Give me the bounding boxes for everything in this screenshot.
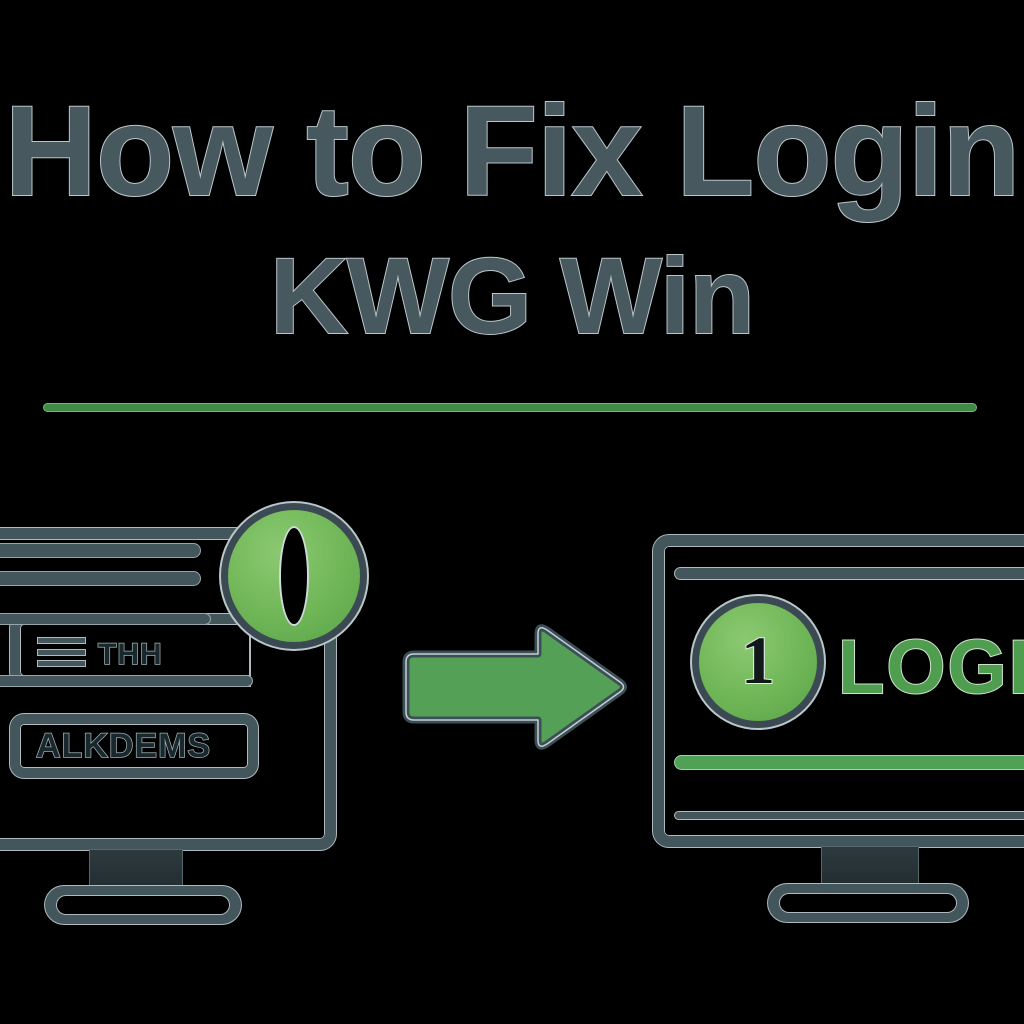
title-divider xyxy=(44,404,976,411)
after-status-badge: 1 xyxy=(699,603,817,721)
before-monitor-base xyxy=(45,886,241,924)
before-input-value: ALKDEMS xyxy=(35,727,212,765)
after-accent-bar xyxy=(675,756,1024,769)
page-title-line-2: KWG Win xyxy=(269,235,756,356)
before-top-bar-1 xyxy=(0,544,200,557)
after-badge-glyph: 1 xyxy=(740,622,776,698)
login-button-label[interactable]: LOGIN xyxy=(837,625,1024,710)
after-monitor-neck xyxy=(822,847,918,889)
right-arrow-icon xyxy=(398,622,630,752)
eye-slit-icon xyxy=(228,510,360,642)
before-menu-label: THH xyxy=(97,638,163,671)
before-input-field[interactable] xyxy=(10,714,258,778)
before-menu-field-top-bar xyxy=(0,614,210,624)
before-status-badge xyxy=(228,510,360,642)
before-menu-field-bottom-bar xyxy=(0,676,252,686)
before-top-bar-2 xyxy=(0,572,200,585)
hamburger-menu-icon[interactable] xyxy=(38,638,85,666)
after-monitor-base xyxy=(768,884,968,922)
after-bottom-bar xyxy=(675,812,1024,819)
before-monitor-neck xyxy=(90,850,182,892)
key-icon: 1 xyxy=(699,603,817,721)
page-title-line-1: How to Fix Login xyxy=(4,80,1022,223)
after-top-bar xyxy=(675,568,1024,579)
